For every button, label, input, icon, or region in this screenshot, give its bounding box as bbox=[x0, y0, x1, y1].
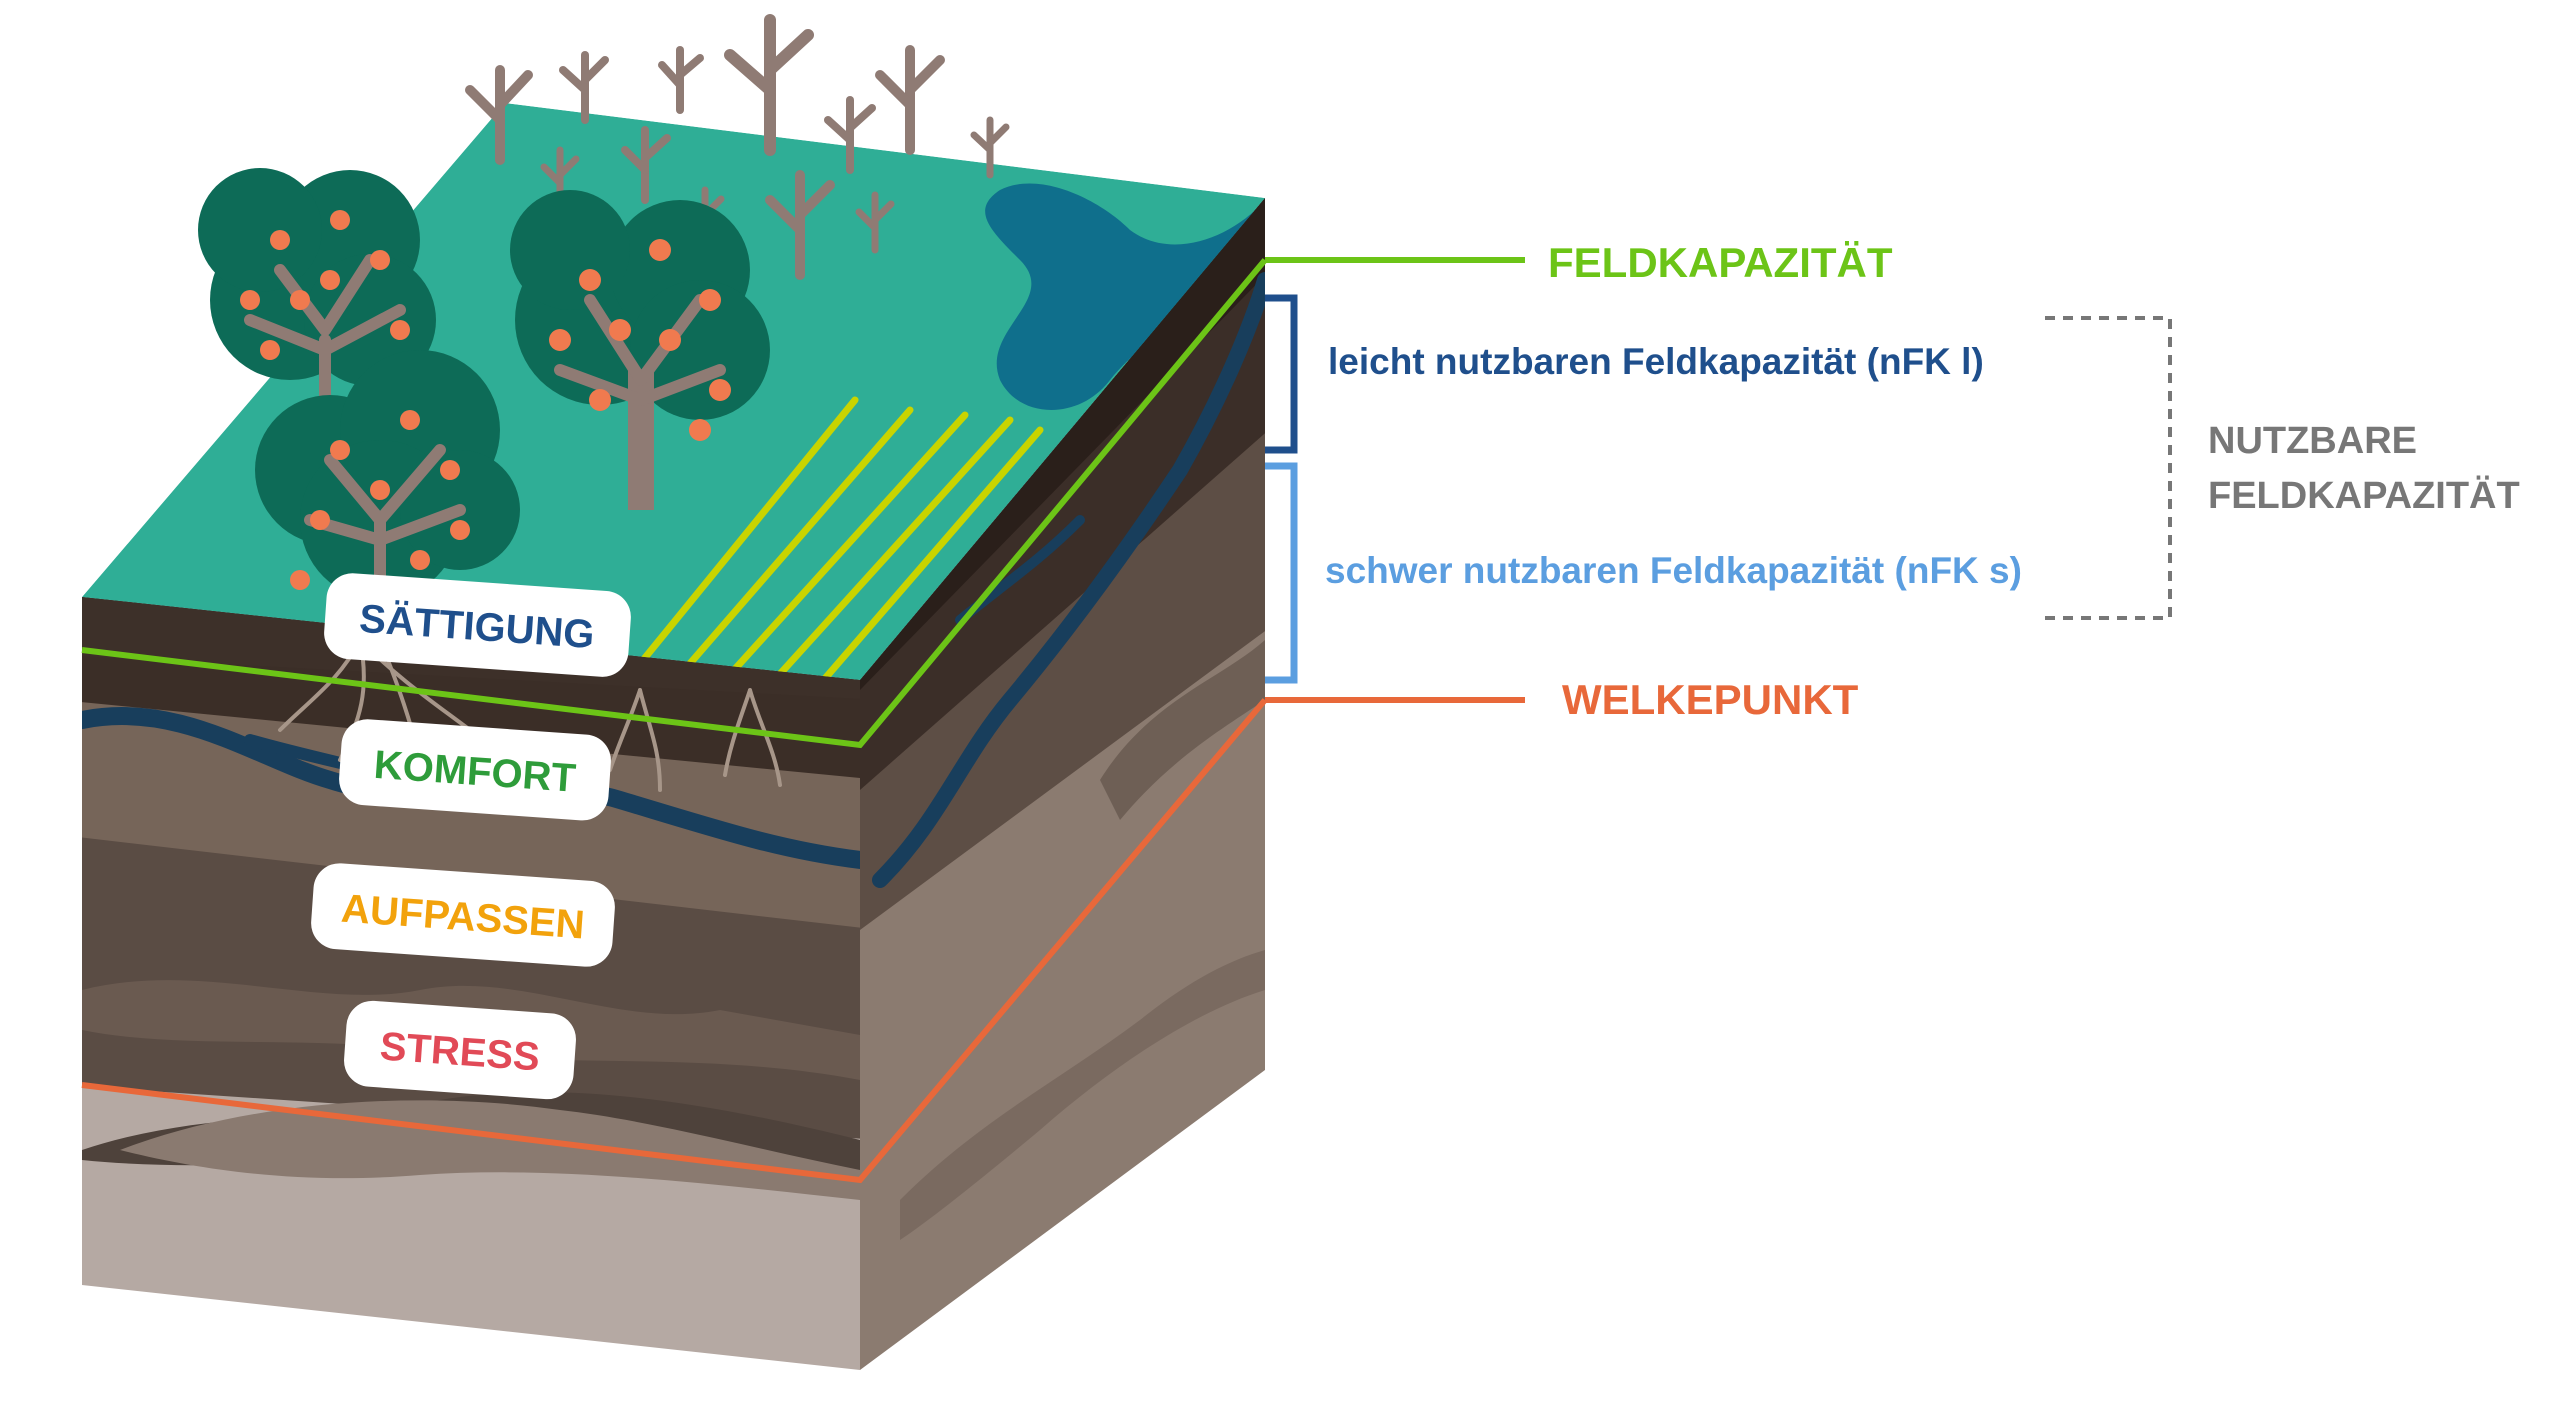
strata-wave bbox=[120, 1100, 860, 1200]
easily-usable-bracket bbox=[1265, 294, 1298, 454]
young-tree bbox=[765, 170, 835, 280]
apple-tree bbox=[255, 350, 520, 626]
zone-pill-stress: STRESS bbox=[344, 1000, 576, 1100]
hard-usable-label: schwer nutzbaren Feldkapazität (nFK s) bbox=[1325, 550, 2022, 591]
field-capacity-label: FELDKAPAZITÄT bbox=[1548, 239, 1893, 286]
zone-pill-komfort: KOMFORT bbox=[339, 719, 611, 821]
young-tree bbox=[559, 51, 609, 124]
strata-wave bbox=[1100, 640, 1265, 820]
front-face bbox=[82, 597, 860, 1370]
young-tree bbox=[970, 116, 1010, 179]
zone-pill-saettigung: SÄTTIGUNG bbox=[324, 573, 631, 677]
young-tree bbox=[465, 65, 533, 165]
young-tree bbox=[621, 126, 671, 204]
strata-wave bbox=[900, 950, 1265, 1240]
wilting-point-line bbox=[81, 698, 1268, 1184]
usable-capacity-label-line1: NUTZBARE bbox=[2208, 420, 2417, 462]
young-tree bbox=[824, 96, 876, 174]
usable-capacity-bracket bbox=[2045, 316, 2172, 620]
wilting-point-label: WELKEPUNKT bbox=[1562, 676, 1859, 723]
young-tree bbox=[658, 46, 704, 114]
hard-usable-bracket bbox=[1265, 462, 1298, 684]
water-stream bbox=[872, 272, 1265, 888]
easily-usable-label: leicht nutzbaren Feldkapazität (nFK l) bbox=[1328, 341, 1984, 382]
usable-capacity-label-line2: FELDKAPAZITÄT bbox=[2208, 474, 2520, 517]
pond bbox=[985, 183, 1265, 410]
young-tree bbox=[724, 14, 814, 156]
young-tree bbox=[875, 45, 945, 155]
crop-rows bbox=[631, 396, 1044, 680]
field-capacity-line bbox=[81, 258, 1268, 749]
zone-pill-aufpassen: AUFPASSEN bbox=[311, 863, 615, 967]
young-tree bbox=[855, 191, 895, 254]
apple-tree bbox=[510, 190, 770, 510]
